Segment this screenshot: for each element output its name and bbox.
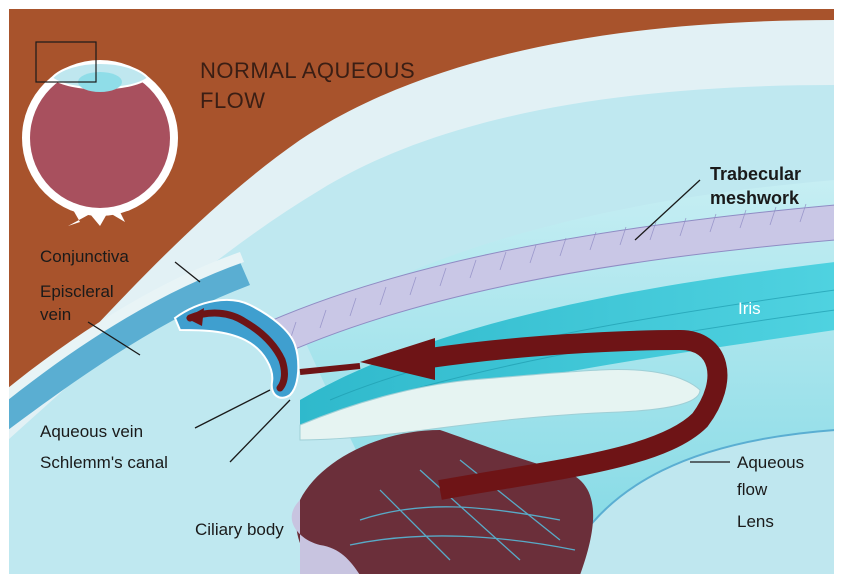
label-aqueous-flow-line-1: Aqueous xyxy=(737,453,804,472)
label-schlemms-canal: Schlemm's canal xyxy=(40,453,168,472)
label-aqueous-vein: Aqueous vein xyxy=(40,422,143,441)
label-trabecular-line-2: meshwork xyxy=(710,188,800,208)
label-aqueous-flow-line-2: flow xyxy=(737,480,768,499)
title-line-2: FLOW xyxy=(200,88,266,113)
label-ciliary-body: Ciliary body xyxy=(195,520,284,539)
title-line-1: NORMAL AQUEOUS xyxy=(200,58,415,83)
label-episcleral-line-2: vein xyxy=(40,305,71,324)
label-conjunctiva: Conjunctiva xyxy=(40,247,129,266)
label-iris: Iris xyxy=(738,299,761,318)
label-trabecular-line-1: Trabecular xyxy=(710,164,801,184)
label-episcleral-line-1: Episcleral xyxy=(40,282,114,301)
label-lens: Lens xyxy=(737,512,774,531)
